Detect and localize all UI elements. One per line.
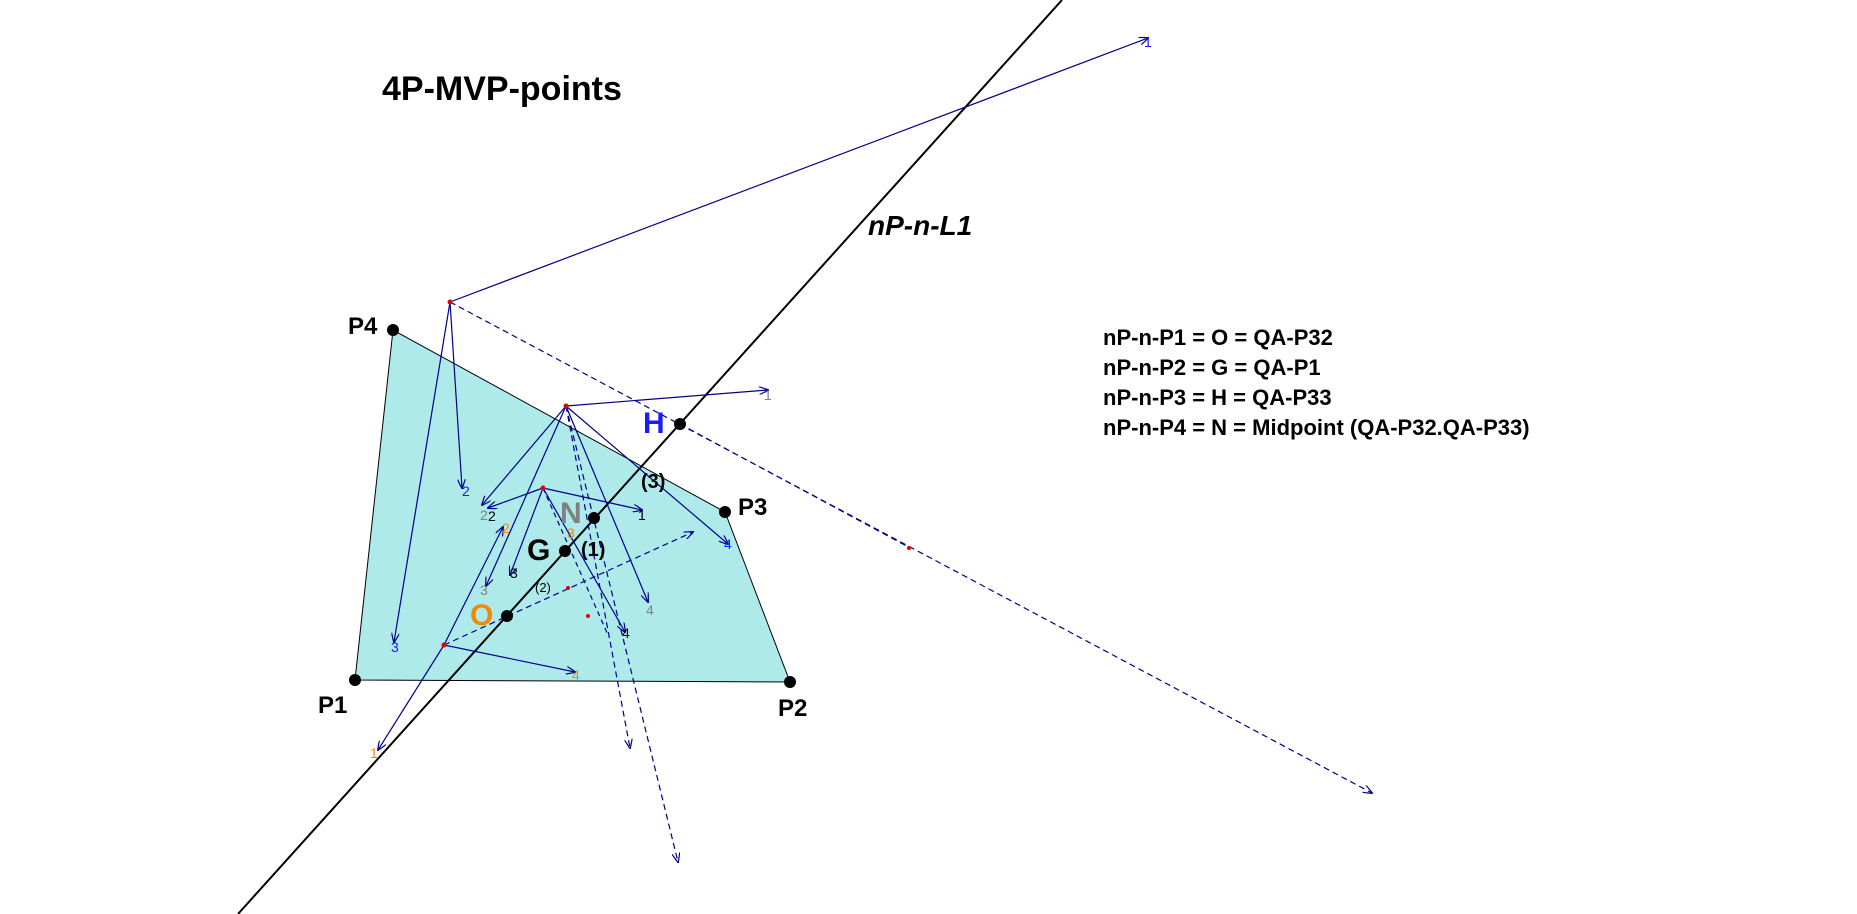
point-g-dot: [559, 545, 571, 557]
label-p3: P3: [738, 494, 767, 521]
svg-text:4: 4: [572, 667, 580, 683]
marker-2: (2): [535, 580, 551, 595]
label-p1: P1: [318, 692, 347, 719]
legend: nP-n-P1 = O = QA-P32 nP-n-P2 = G = QA-P1…: [1103, 323, 1530, 443]
point-h-dot: [674, 418, 686, 430]
label-n: N: [560, 497, 582, 530]
point-n-dot: [588, 512, 600, 524]
svg-text:1: 1: [638, 507, 646, 523]
legend-item-p2: nP-n-P2 = G = QA-P1: [1103, 355, 1321, 380]
label-p4: P4: [348, 313, 378, 340]
legend-item-p3: nP-n-P3 = H = QA-P33: [1103, 385, 1332, 410]
svg-text:3: 3: [510, 565, 518, 581]
svg-text:2: 2: [488, 508, 496, 524]
label-line-np-n-l1: nP-n-L1: [868, 210, 972, 241]
point-o-dot: [501, 610, 513, 622]
label-h: H: [643, 407, 665, 440]
svg-text:3: 3: [567, 525, 575, 541]
legend-item-p1: nP-n-P1 = O = QA-P32: [1103, 325, 1333, 350]
arrow-numbers-orange: 1 2 3 4: [370, 520, 580, 761]
line-np-n-l1: [237, 0, 1063, 914]
svg-text:3: 3: [480, 582, 488, 598]
diagram-title: 4P-MVP-points: [382, 70, 622, 108]
svg-text:4: 4: [622, 625, 630, 641]
vertex-dots: [349, 324, 796, 688]
svg-text:2: 2: [462, 483, 470, 499]
marker-1: (1): [581, 539, 605, 561]
legend-item-p4: nP-n-P4 = N = Midpoint (QA-P32.QA-P33): [1103, 415, 1530, 440]
label-g: G: [527, 534, 550, 567]
arrow-numbers-black: 1 2 3 4: [488, 507, 646, 641]
arrow-numbers-grey: 1 2 3 4: [480, 387, 772, 618]
arrow-numbers-blue: 1 2 3 4: [391, 34, 1152, 655]
svg-text:1: 1: [764, 387, 772, 403]
marker-3: (3): [641, 471, 665, 493]
label-o: O: [470, 599, 493, 632]
arrows-from-point-c: [488, 487, 642, 636]
arrows-from-point-d: [378, 527, 693, 750]
arrows-from-point-a: [394, 38, 1372, 793]
svg-text:3: 3: [391, 639, 399, 655]
label-p2: P2: [778, 695, 807, 722]
svg-text:4: 4: [724, 536, 732, 552]
segment-h-extension: [679, 423, 911, 549]
svg-text:2: 2: [502, 520, 510, 536]
svg-text:4: 4: [646, 602, 654, 618]
svg-text:1: 1: [370, 745, 378, 761]
red-points: [441, 299, 911, 648]
svg-text:1: 1: [1144, 34, 1152, 50]
svg-text:2: 2: [480, 507, 488, 523]
